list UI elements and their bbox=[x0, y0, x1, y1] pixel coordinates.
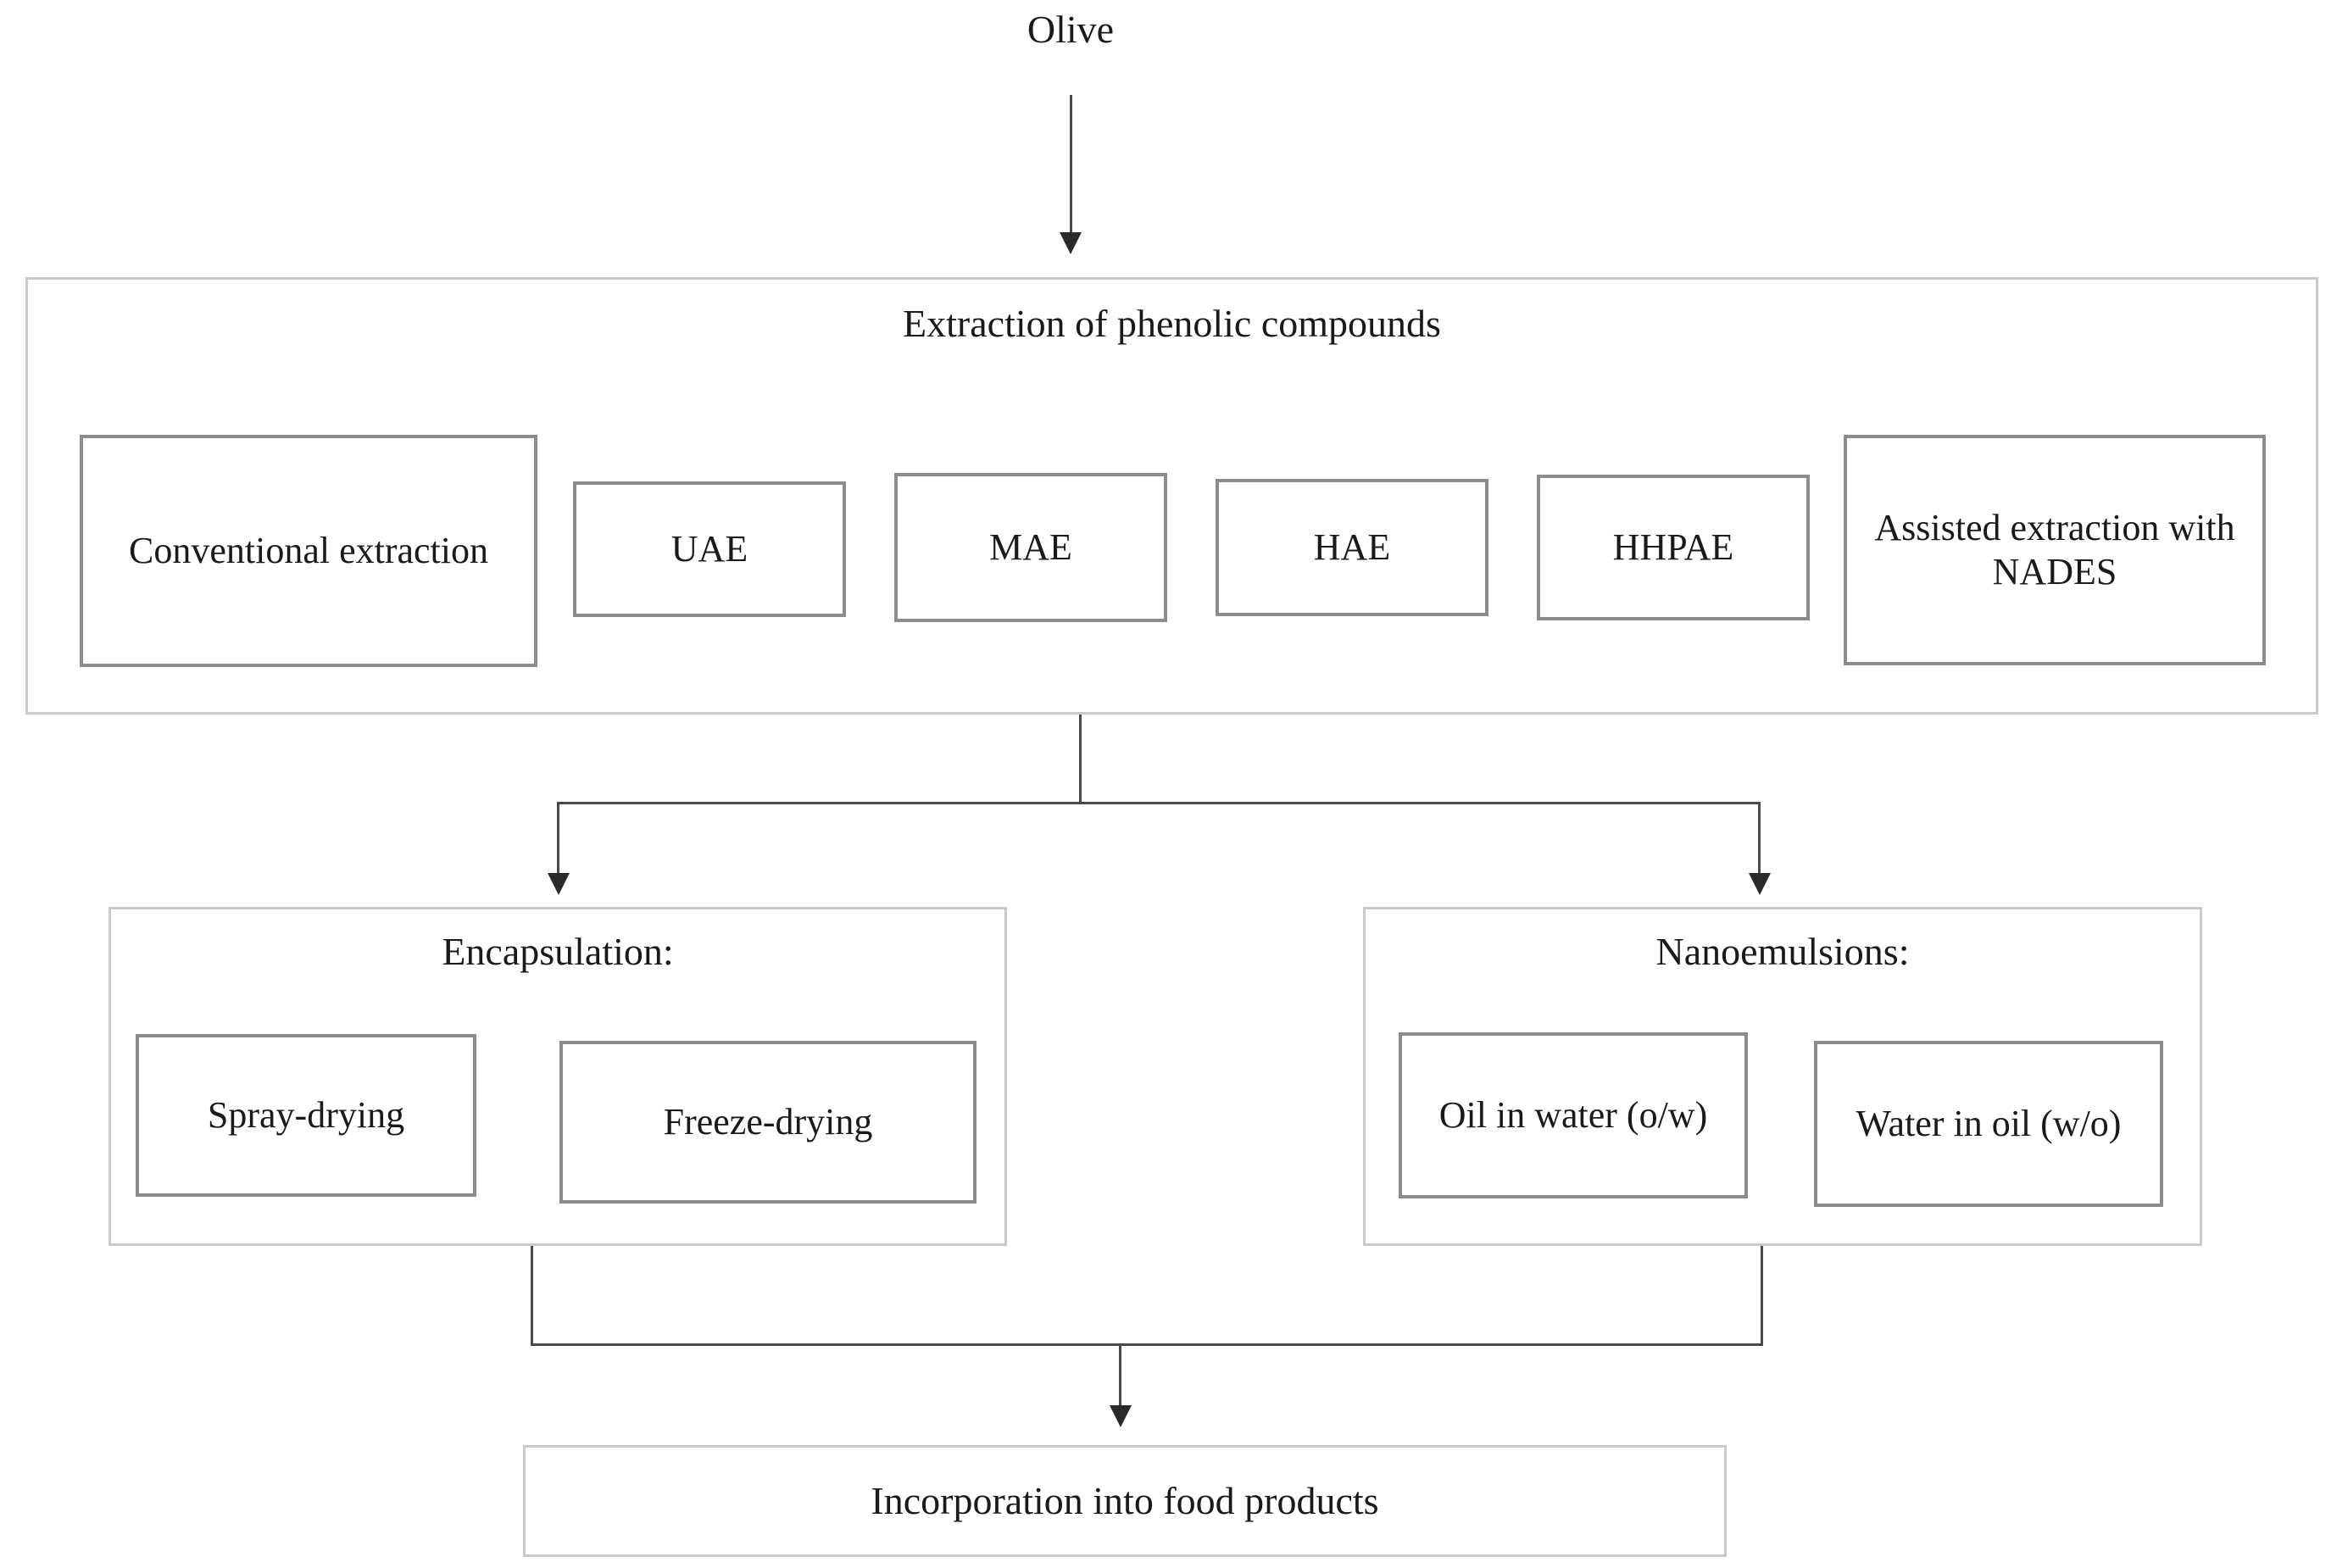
method-box-uae[interactable]: UAE bbox=[573, 481, 846, 617]
method-box-conventional-extraction[interactable]: Conventional extraction bbox=[80, 435, 537, 667]
arrowhead-to-nanoemulsions bbox=[1749, 873, 1771, 895]
connector-split-right-drop bbox=[1758, 802, 1761, 876]
connector-encapsulation-riser bbox=[531, 1246, 533, 1346]
encapsulation-item-label: Spray-drying bbox=[207, 1094, 405, 1137]
outcome-box[interactable]: Incorporation into food products bbox=[523, 1445, 1727, 1557]
nanoemulsions-heading: Nanoemulsions: bbox=[1655, 930, 1910, 973]
nanoemulsions-item-label: Oil in water (o/w) bbox=[1438, 1094, 1708, 1137]
encapsulation-heading: Encapsulation: bbox=[442, 930, 674, 973]
extraction-heading: Extraction of phenolic compounds bbox=[903, 302, 1441, 345]
nanoemulsions-item-water-in-oil[interactable]: Water in oil (w/o) bbox=[1814, 1041, 2163, 1207]
method-label: MAE bbox=[989, 526, 1072, 569]
connector-merge-bar bbox=[531, 1343, 1763, 1346]
connector-olive-to-extraction bbox=[1070, 95, 1072, 235]
outcome-label: Incorporation into food products bbox=[871, 1478, 1379, 1522]
method-box-hhpae[interactable]: HHPAE bbox=[1537, 475, 1810, 620]
encapsulation-item-spray-drying[interactable]: Spray-drying bbox=[136, 1034, 476, 1197]
connector-merge-to-outcome bbox=[1119, 1343, 1121, 1410]
nanoemulsions-item-label: Water in oil (w/o) bbox=[1856, 1103, 2122, 1145]
method-label: HAE bbox=[1313, 526, 1391, 569]
connector-extraction-split-bar bbox=[557, 802, 1761, 804]
arrowhead-to-encapsulation bbox=[548, 873, 570, 895]
connector-extraction-stem bbox=[1079, 714, 1082, 803]
connector-nanoemulsions-riser bbox=[1761, 1246, 1763, 1346]
method-label: Assisted extraction with NADES bbox=[1874, 507, 2235, 592]
connector-split-left-drop bbox=[557, 802, 559, 876]
nanoemulsions-item-oil-in-water[interactable]: Oil in water (o/w) bbox=[1399, 1032, 1748, 1198]
encapsulation-item-label: Freeze-drying bbox=[663, 1101, 873, 1143]
arrowhead-to-outcome bbox=[1110, 1405, 1132, 1427]
method-box-hae[interactable]: HAE bbox=[1216, 479, 1488, 616]
method-box-assisted-extraction-with-nades[interactable]: Assisted extraction with NADES bbox=[1844, 435, 2266, 665]
method-box-mae[interactable]: MAE bbox=[894, 473, 1167, 622]
method-label: UAE bbox=[670, 528, 748, 570]
source-label: Olive bbox=[1027, 8, 1115, 51]
method-label: HHPAE bbox=[1612, 526, 1734, 569]
method-label: Conventional extraction bbox=[129, 530, 488, 572]
encapsulation-item-freeze-drying[interactable]: Freeze-drying bbox=[559, 1041, 976, 1204]
arrowhead-olive-to-extraction bbox=[1060, 232, 1082, 254]
